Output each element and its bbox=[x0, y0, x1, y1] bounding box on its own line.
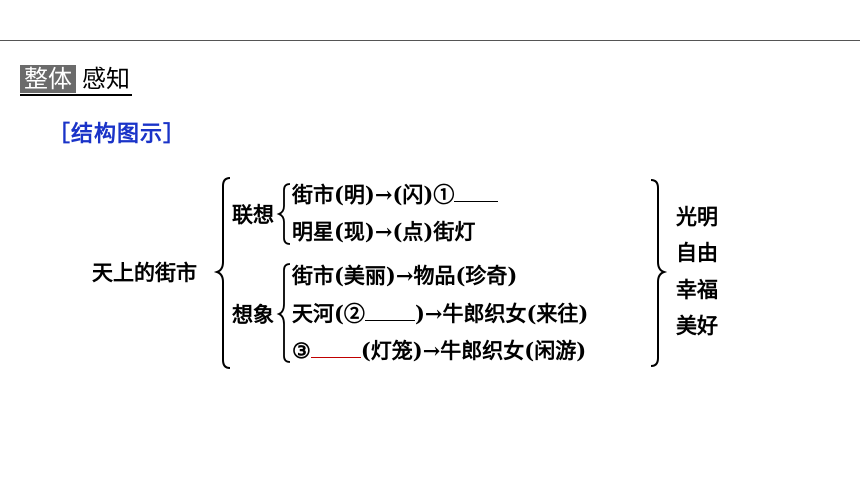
structure-subheading: ［结构图示］ bbox=[48, 122, 187, 147]
section-heading: 整体 感知 bbox=[20, 64, 132, 96]
imagination-row-3: ③ (灯笼)→牛郎织女(闲游) bbox=[292, 338, 586, 364]
association-row-1-text: 街市(明)→(闪)① bbox=[292, 182, 455, 207]
association-row-2: 明星(现)→(点)街灯 bbox=[292, 219, 476, 244]
imagination-row-3-prefix: ③ bbox=[292, 338, 311, 363]
imagination-label: 想象 bbox=[232, 302, 274, 327]
imagination-row-1: 街市(美丽)→物品(珍奇) bbox=[292, 263, 518, 288]
theme-2: 自由 bbox=[676, 240, 718, 265]
section-heading-dark: 整体 bbox=[20, 65, 76, 93]
imagination-row-2-prefix: 天河(② bbox=[292, 301, 365, 326]
imagination-row-2: 天河(② )→牛郎织女(来往) bbox=[292, 301, 588, 327]
section-heading-light: 感知 bbox=[82, 65, 130, 93]
theme-3: 幸福 bbox=[676, 277, 718, 302]
association-label: 联想 bbox=[232, 202, 274, 227]
imagination-row-2-suffix: )→牛郎织女(来往) bbox=[414, 301, 589, 326]
imagination-brace bbox=[276, 263, 291, 363]
diagram-root: 天上的街市 bbox=[92, 260, 197, 285]
blank-1 bbox=[454, 183, 499, 202]
blank-3 bbox=[310, 339, 361, 358]
blank-2 bbox=[364, 302, 415, 321]
main-left-brace bbox=[213, 177, 231, 369]
theme-1: 光明 bbox=[676, 204, 718, 229]
association-row-1: 街市(明)→(闪)① bbox=[292, 182, 499, 208]
imagination-row-3-suffix: (灯笼)→牛郎织女(闲游) bbox=[360, 338, 587, 363]
theme-4: 美好 bbox=[676, 313, 718, 338]
association-brace bbox=[276, 183, 291, 245]
right-brace bbox=[650, 179, 668, 367]
top-divider bbox=[0, 40, 860, 41]
